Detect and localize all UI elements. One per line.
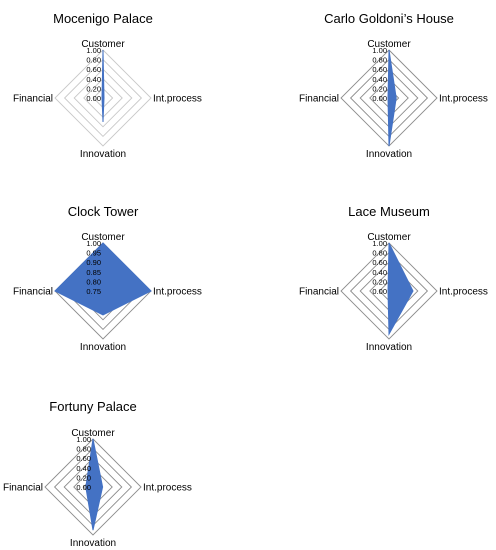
data-area — [387, 49, 397, 147]
axis-label-innovation: Innovation — [366, 342, 412, 353]
axis-label-innovation: Innovation — [80, 342, 126, 353]
axis-label-customer: Customer — [81, 39, 125, 50]
tick-label: 0.60 — [86, 65, 101, 74]
chart-title: Carlo Goldoni’s House — [324, 11, 454, 26]
tick-label: 0.60 — [372, 258, 387, 267]
axis-label-int-process: Int.process — [153, 94, 202, 105]
tick-label: 0.85 — [86, 268, 101, 277]
tick-label: 0.80 — [86, 56, 101, 65]
tick-label: 0.95 — [86, 249, 101, 258]
tick-label: 0.80 — [76, 445, 91, 454]
axis-label-customer: Customer — [71, 428, 115, 439]
tick-label: 0.40 — [86, 75, 101, 84]
axis-label-financial: Financial — [299, 287, 339, 298]
chart-title: Lace Museum — [348, 204, 430, 219]
tick-label: 0.40 — [76, 464, 91, 473]
data-area — [85, 438, 104, 531]
axis-label-financial: Financial — [13, 287, 53, 298]
radar-chart-2: 1.000.800.600.400.200.00 Carlo Goldoni’s … — [299, 11, 488, 160]
axis-label-int-process: Int.process — [143, 483, 192, 494]
tick-label: 0.20 — [372, 84, 387, 93]
grid-ring — [54, 49, 152, 147]
tick-label: 0.80 — [86, 277, 101, 286]
tick-label: 0.00 — [372, 94, 387, 103]
radar-chart-1: 1.000.800.600.400.200.00 Mocenigo PalaceC… — [13, 11, 202, 160]
axis-label-customer: Customer — [367, 39, 411, 50]
axis-label-innovation: Innovation — [70, 538, 116, 549]
tick-label: 1.00 — [372, 239, 387, 248]
grid-ring — [73, 68, 133, 128]
axis-label-innovation: Innovation — [366, 149, 412, 160]
tick-label: 0.40 — [372, 268, 387, 277]
chart-title: Fortuny Palace — [49, 399, 136, 414]
axis-label-customer: Customer — [367, 232, 411, 243]
tick-label: 1.00 — [86, 46, 101, 55]
tick-label: 0.40 — [372, 75, 387, 84]
tick-label: 0.75 — [86, 287, 101, 296]
tick-label: 1.00 — [372, 46, 387, 55]
tick-label: 0.60 — [76, 454, 91, 463]
axis-label-innovation: Innovation — [80, 149, 126, 160]
tick-label: 0.20 — [76, 473, 91, 482]
radar-chart-4: 1.000.800.600.400.200.00 Lace MuseumCusto… — [299, 204, 488, 353]
axis-label-financial: Financial — [3, 483, 43, 494]
tick-label: 0.00 — [76, 483, 91, 492]
data-area — [387, 242, 414, 337]
radar-chart-5: 1.000.800.600.400.200.00 Fortuny PalaceCu… — [3, 399, 192, 549]
grid-ring — [340, 242, 438, 340]
tick-label: 0.80 — [372, 56, 387, 65]
tick-label: 0.20 — [86, 84, 101, 93]
tick-label: 0.80 — [372, 249, 387, 258]
axis-label-int-process: Int.process — [439, 94, 488, 105]
axis-label-int-process: Int.process — [439, 287, 488, 298]
axis-label-customer: Customer — [81, 232, 125, 243]
tick-label: 1.00 — [86, 239, 101, 248]
axis-label-financial: Financial — [13, 94, 53, 105]
tick-label: 0.90 — [86, 258, 101, 267]
tick-label: 1.00 — [76, 435, 91, 444]
axis-label-financial: Financial — [299, 94, 339, 105]
tick-label: 0.00 — [86, 94, 101, 103]
grid-ring — [63, 58, 143, 138]
data-area — [101, 49, 105, 123]
radar-chart-3: 1.000.950.900.850.800.75 Clock TowerCusto… — [13, 204, 202, 353]
data-area — [54, 242, 152, 316]
tick-label: 0.20 — [372, 277, 387, 286]
chart-title: Mocenigo Palace — [53, 11, 153, 26]
grid-ring — [44, 438, 142, 536]
tick-label: 0.60 — [372, 65, 387, 74]
axis-label-int-process: Int.process — [153, 287, 202, 298]
tick-label: 0.00 — [372, 287, 387, 296]
chart-title: Clock Tower — [68, 204, 139, 219]
